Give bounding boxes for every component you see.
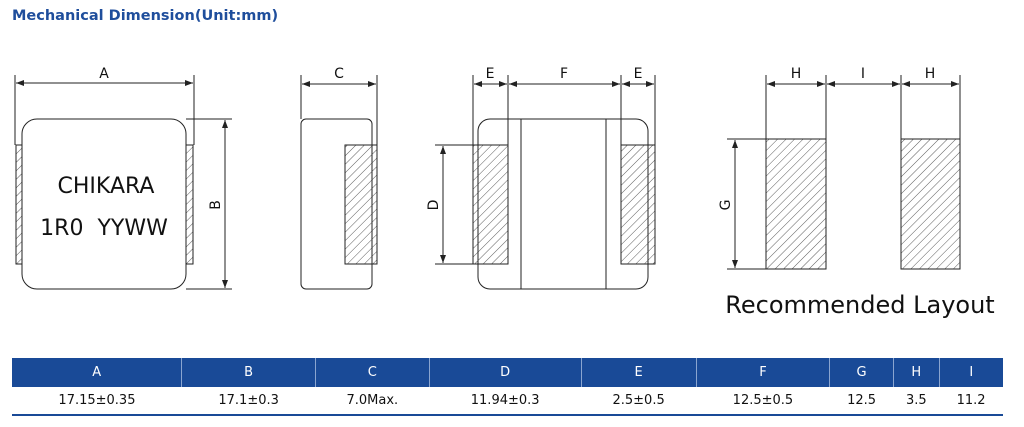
col-f: F xyxy=(695,358,830,387)
value-c: 7.0Max. xyxy=(315,387,430,416)
top-view xyxy=(14,75,232,290)
value-g: 12.5 xyxy=(829,387,894,416)
dim-label-g: G xyxy=(718,200,734,211)
col-i: I xyxy=(938,358,1003,387)
value-i: 11.2 xyxy=(939,387,1003,416)
value-a: 17.15±0.35 xyxy=(12,387,182,416)
section-title: Mechanical Dimension(Unit:mm) xyxy=(12,8,279,24)
recommended-layout xyxy=(727,75,961,270)
table-header-row: A B C D E F G H I xyxy=(12,358,1003,387)
mechanical-drawing: A B C D E F E G H I H CHIKARA 1R0 YYWW R… xyxy=(14,66,995,319)
dim-label-f: F xyxy=(560,66,568,82)
dimension-table: A B C D E F G H I 17.15±0.35 17.1±0.3 7.… xyxy=(12,358,1003,416)
value-e: 2.5±0.5 xyxy=(581,387,697,416)
value-h: 3.5 xyxy=(893,387,940,416)
dim-label-d: D xyxy=(426,200,442,211)
marking-line1: CHIKARA xyxy=(58,174,155,199)
col-d: D xyxy=(428,358,582,387)
marking-line2: 1R0 YYWW xyxy=(40,216,168,241)
col-b: B xyxy=(181,358,316,387)
dim-label-e2: E xyxy=(634,66,643,82)
dim-label-e: E xyxy=(486,66,495,82)
dim-label-i: I xyxy=(861,66,865,82)
value-b: 17.1±0.3 xyxy=(181,387,316,416)
dim-label-c: C xyxy=(334,66,344,82)
value-f: 12.5±0.5 xyxy=(696,387,830,416)
dim-label-h2: H xyxy=(925,66,936,82)
col-e: E xyxy=(580,358,697,387)
dim-label-h: H xyxy=(791,66,802,82)
value-d: 11.94±0.3 xyxy=(429,387,582,416)
col-h: H xyxy=(892,358,940,387)
col-a: A xyxy=(12,358,182,387)
col-g: G xyxy=(829,358,894,387)
layout-caption: Recommended Layout xyxy=(725,291,994,319)
side-view xyxy=(300,75,378,290)
dim-label-b: B xyxy=(208,200,224,210)
dim-label-a: A xyxy=(99,66,109,82)
bottom-view xyxy=(435,75,656,290)
table-row: 17.15±0.35 17.1±0.3 7.0Max. 11.94±0.3 2.… xyxy=(12,387,1003,416)
col-c: C xyxy=(314,358,430,387)
